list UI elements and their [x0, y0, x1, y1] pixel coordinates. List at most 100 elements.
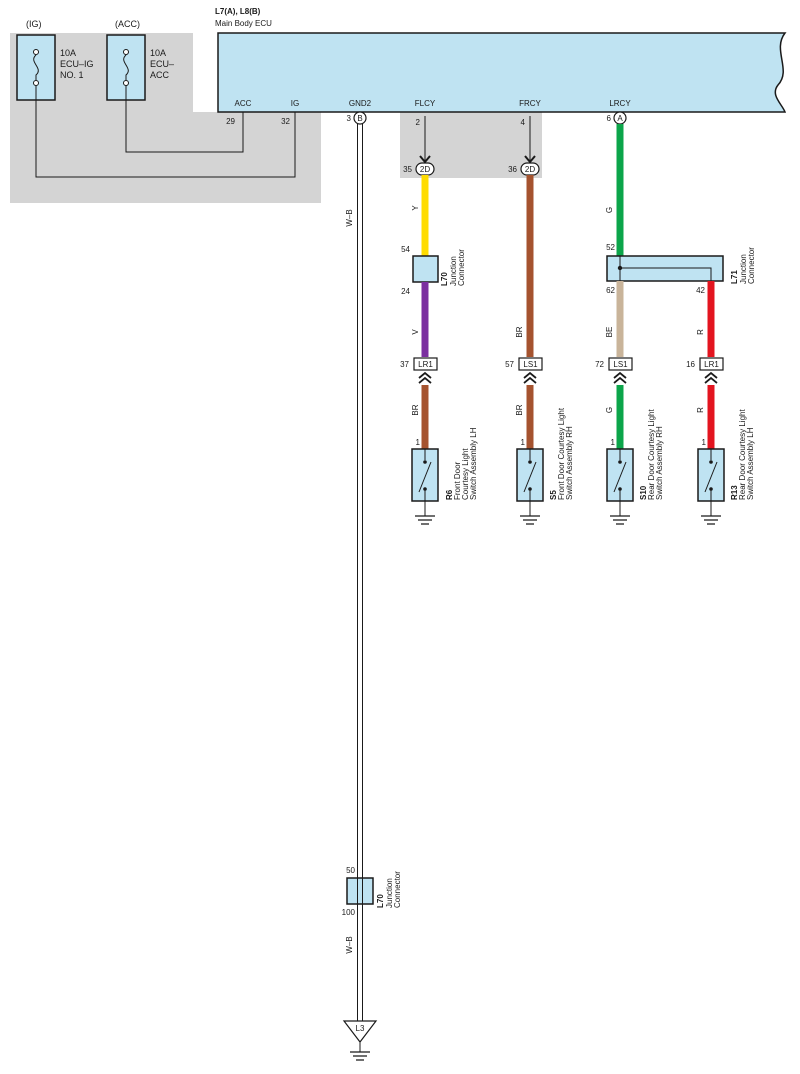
fuse-acc-name-2: ACC	[150, 70, 170, 80]
ground-icon	[520, 515, 540, 525]
pin-52: 52	[606, 243, 615, 252]
junction-l70-top-line2: Connector	[457, 249, 466, 286]
switch-s5-pin: 1	[521, 438, 526, 447]
wire-label-y: Y	[411, 205, 420, 211]
fuse-ig-name: ECU–IG	[60, 59, 94, 69]
fuse-ig-group-label: (IG)	[26, 19, 42, 29]
switch-s10: 1 S10 Rear Door Courtesy Light Switch As…	[606, 409, 664, 525]
switch-r6-code: R6	[445, 489, 454, 500]
switch-s5-line2: Switch Assembly RH	[565, 426, 574, 500]
pin-35: 35	[403, 165, 412, 174]
conn-2d-flcy: 2D	[420, 165, 430, 174]
ecu-terminal-lrcy: LRCY	[609, 99, 631, 108]
switch-r13-line2: Switch Assembly LH	[746, 427, 755, 500]
power-supply-shade	[10, 33, 321, 203]
wire-label-br-frcy: BR	[515, 326, 524, 337]
pin-29: 29	[226, 117, 235, 126]
wire-label-w-b-1: W–B	[345, 209, 354, 226]
pin-32: 32	[281, 117, 290, 126]
conn-lr1-16: LR1	[704, 360, 719, 369]
ground-point-l3	[342, 1020, 378, 1043]
junction-l70-bottom-code: L70	[376, 894, 385, 908]
wire-label-br-s5: BR	[515, 404, 524, 415]
switch-r6-pin: 1	[416, 438, 421, 447]
pin-3: 3	[347, 114, 352, 123]
junction-l71-code: L71	[730, 270, 739, 284]
pin-6: 6	[607, 114, 612, 123]
switch-s5-code: S5	[549, 490, 558, 500]
wire-label-br-r6: BR	[411, 404, 420, 415]
junction-l70-top-line1: Junction	[449, 256, 458, 286]
switch-contact-icon	[613, 461, 627, 493]
pin-54: 54	[401, 245, 410, 254]
wire-ig-supply	[35, 86, 296, 178]
pin-36: 36	[508, 165, 517, 174]
pin-4: 4	[521, 118, 526, 127]
switch-r13: 1 R13 Rear Door Courtesy Light Switch As…	[697, 409, 755, 525]
pin-100: 100	[342, 908, 356, 917]
fuse-icon	[123, 54, 129, 80]
switch-r13-code: R13	[730, 485, 739, 500]
wire-label-r-upper: R	[696, 329, 705, 335]
switch-s10-line2: Switch Assembly RH	[655, 426, 664, 500]
wire-acc-supply	[125, 86, 244, 153]
conn-2d-frcy: 2D	[525, 165, 535, 174]
pin-24: 24	[401, 287, 410, 296]
ecu-codes: L7(A), L8(B)	[215, 7, 261, 16]
pin-42: 42	[696, 286, 705, 295]
fuse-acc-rating: 10A	[150, 48, 166, 58]
fuse-ig-rating: 10A	[60, 48, 76, 58]
ecu-terminal-gnd2: GND2	[349, 99, 372, 108]
ecu-terminal-ig: IG	[291, 99, 299, 108]
conn-lr1-37: LR1	[418, 360, 433, 369]
switch-s5-line1: Front Door Courtesy Light	[557, 407, 566, 500]
junction-l70-bottom-line2: Connector	[393, 871, 402, 908]
pin-37: 37	[400, 360, 409, 369]
ground-icon	[350, 1051, 370, 1061]
switch-contact-icon	[704, 461, 718, 493]
switch-contact-icon	[418, 461, 432, 493]
pin-2: 2	[416, 118, 421, 127]
junction-l71-line2: Connector	[747, 247, 756, 284]
wire-label-v: V	[411, 329, 420, 335]
switch-r6: 1 R6 Front Door Courtesy Light Switch As…	[411, 427, 478, 525]
ecu-name: Main Body ECU	[215, 19, 272, 28]
ground-icon	[415, 515, 435, 525]
junction-l70-top	[412, 255, 439, 283]
wire-label-be: BE	[605, 327, 614, 338]
main-body-ecu	[217, 32, 787, 113]
junction-l71-line1: Junction	[739, 254, 748, 284]
junction-l70-bottom	[346, 877, 374, 905]
fuse-acc-group-label: (ACC)	[115, 19, 140, 29]
switch-s10-pin: 1	[611, 438, 616, 447]
pin-62: 62	[606, 286, 615, 295]
pin-72: 72	[595, 360, 604, 369]
switch-s10-code: S10	[639, 485, 648, 500]
wire-label-w-b-2: W–B	[345, 936, 354, 953]
switch-r6-line2: Courtesy Light	[461, 448, 470, 500]
wire-label-g-lrcy: G	[605, 207, 614, 213]
conn-b-label: B	[357, 114, 362, 123]
wire-label-g-s10: G	[605, 407, 614, 413]
pin-16: 16	[686, 360, 695, 369]
conn-ls1-57: LS1	[523, 360, 538, 369]
switch-r13-pin: 1	[702, 438, 707, 447]
conn-ls1-72: LS1	[613, 360, 628, 369]
ground-icon	[610, 515, 630, 525]
switch-r6-line1: Front Door	[453, 461, 462, 500]
ecu-terminal-frcy: FRCY	[519, 99, 541, 108]
ecu-terminal-flcy: FLCY	[415, 99, 436, 108]
ecu-terminal-acc: ACC	[235, 99, 252, 108]
fuse-acc-name: ECU–	[150, 59, 174, 69]
switch-r6-line3: Switch Assembly LH	[469, 427, 478, 500]
ground-l3-label: L3	[356, 1024, 365, 1033]
switch-r13-line1: Rear Door Courtesy Light	[738, 409, 747, 500]
junction-l70-top-code: L70	[440, 272, 449, 286]
junction-l70-bottom-line1: Junction	[385, 878, 394, 908]
wire-label-r-lower: R	[696, 407, 705, 413]
switch-s5: 1 S5 Front Door Courtesy Light Switch As…	[516, 407, 574, 525]
fuse-icon	[33, 54, 39, 80]
pin-50: 50	[346, 866, 355, 875]
fuse-ig-name-2: NO. 1	[60, 70, 84, 80]
